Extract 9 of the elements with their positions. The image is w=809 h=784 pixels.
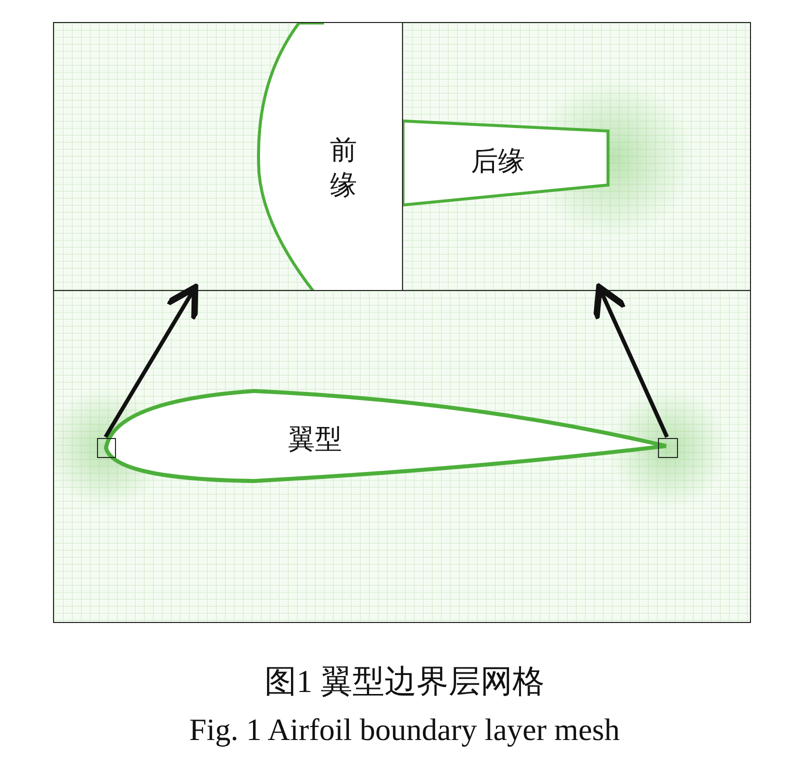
marker-box [97,438,116,458]
marker-box [658,438,678,458]
arrow [593,284,669,438]
region-label: 前缘 [330,134,358,202]
figure-caption: Fig. 1 Airfoil boundary layer mesh [188,712,621,748]
arrow [104,284,198,438]
region-label: 翼型 [288,423,342,456]
figure-caption: 图1 翼型边界层网格 [264,662,546,701]
region-label: 后缘 [471,145,525,178]
